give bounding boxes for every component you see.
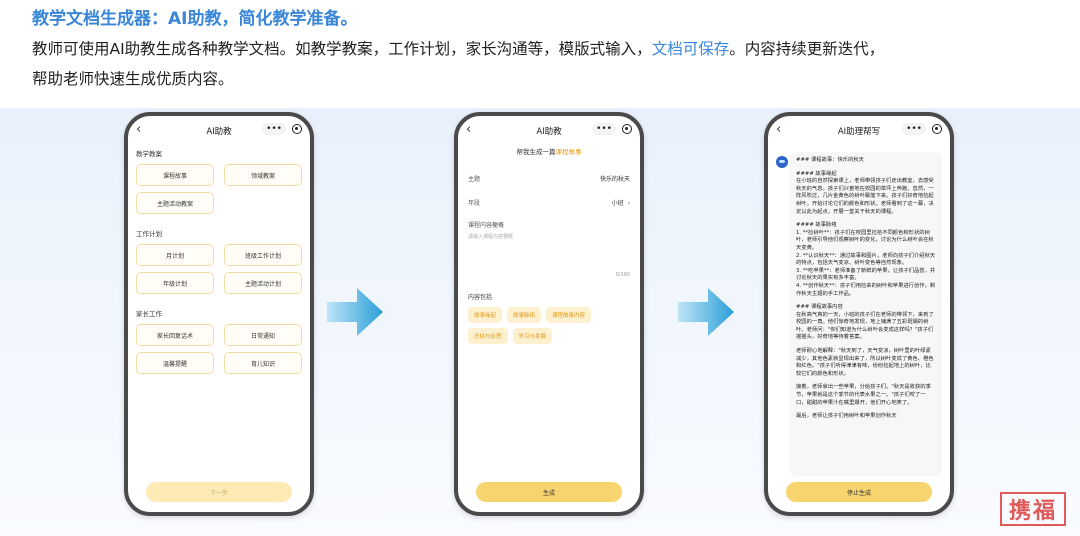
doc-paragraph: 老师耐心地解释："秋天到了，天气变凉，树叶里的叶绿素减少，其他色素就显现出来了，…: [796, 348, 934, 377]
generate-button[interactable]: 生成: [476, 482, 622, 502]
field-label: 主题: [468, 175, 481, 183]
option-card[interactable]: 育儿知识: [224, 352, 302, 374]
section-lesson-plans: 教学教案 课程故事 领域教案 主题活动教案: [128, 148, 310, 214]
description-part1: 教师可使用AI助教生成各种教学文档。如教学教案，工作计划，家长沟通等，模版式输入…: [32, 40, 652, 58]
doc-paragraph: 接着，老师拿出一些苹果，分给孩子们。"秋天是收获的季节，苹果就是这个季节的代表水…: [796, 384, 931, 406]
nav-bar: ‹ AI助理帮写 •••: [768, 116, 950, 146]
stop-generating-button[interactable]: 停止生成: [786, 482, 932, 502]
summary-textarea[interactable]: 课程内容梗概 请输入课程内容梗概 0/100: [458, 214, 640, 284]
nav-title: AI助教: [536, 127, 562, 137]
content-chip[interactable]: 总结与反思: [468, 328, 508, 344]
doc-paragraph: #### 故事缘起 在小班的自然探索课上，老师带领孩子们走出教室，去感受秋天的气…: [796, 170, 934, 215]
description-part2: 。内容持续更新迭代，: [729, 40, 885, 58]
back-icon[interactable]: ‹: [136, 122, 142, 137]
section-title: 家长工作: [136, 310, 162, 318]
more-icon[interactable]: •••: [262, 123, 286, 135]
content-chips: 故事缘起 故事脉络 课程故事内容 总结与反思 学习与发展: [458, 307, 640, 344]
field-label: 课程内容梗概: [468, 222, 505, 229]
phone-template-select: ‹ AI助教 ••• 教学教案 课程故事 领域教案 主题活动教案 工作计划 月计…: [124, 112, 314, 516]
document-type: 课程故事: [555, 148, 582, 156]
nav-title: AI助理帮写: [837, 127, 881, 137]
option-card[interactable]: 班级工作计划: [224, 244, 302, 266]
phone-form-input: ‹ AI助教 ••• 帮我生成一篇课程故事 主题 快乐的秋天 年段 小班› 课程…: [454, 112, 644, 516]
option-card[interactable]: 月计划: [136, 244, 214, 266]
option-card[interactable]: 主题活动计划: [224, 272, 302, 294]
description-highlight: 文档可保存: [651, 40, 730, 58]
option-card[interactable]: 家长回复话术: [136, 324, 214, 346]
option-card[interactable]: 年级计划: [136, 272, 214, 294]
doc-paragraph: ### 课程故事内容 在秋高气爽的一天，小班的孩子们在老师的带领下，来到了校园的…: [796, 304, 934, 341]
nav-bar: ‹ AI助教 •••: [458, 116, 640, 146]
topic-field[interactable]: 主题 快乐的秋天: [458, 166, 640, 190]
option-card[interactable]: 课程故事: [136, 164, 214, 186]
section-work-plans: 工作计划 月计划 班级工作计划 年级计划 主题活动计划: [128, 228, 310, 294]
section-parent-work: 家长工作 家长回复话术 日常通知 温馨提醒 育儿知识: [128, 308, 310, 374]
next-step-button[interactable]: 下一步: [146, 482, 292, 502]
capsule-menu: •••: [262, 123, 302, 135]
content-chip[interactable]: 学习与发展: [512, 328, 553, 344]
chevron-right-icon: ›: [627, 199, 630, 207]
content-chip[interactable]: 故事脉络: [507, 307, 542, 323]
option-card[interactable]: 温馨提醒: [136, 352, 214, 374]
field-value: 小班: [611, 199, 624, 207]
phone-generated-result: ‹ AI助理帮写 ••• ### 课程故事：快乐的秋天 #### 故事缘起 在小…: [764, 112, 954, 516]
back-icon[interactable]: ‹: [466, 122, 472, 137]
generated-document-bubble: ### 课程故事：快乐的秋天 #### 故事缘起 在小班的自然探索课上，老师带领…: [790, 152, 942, 476]
back-icon[interactable]: ‹: [776, 122, 782, 137]
textarea-placeholder: 请输入课程内容梗概: [468, 234, 514, 240]
nav-title: AI助教: [206, 127, 232, 137]
capsule-menu: •••: [902, 123, 942, 135]
char-count: 0/100: [615, 272, 630, 278]
form-subtitle: 帮我生成一篇课程故事: [516, 148, 582, 156]
close-mini-program-icon[interactable]: [622, 124, 632, 134]
flow-arrow-icon: [327, 288, 383, 336]
field-value: 快乐的秋天: [599, 175, 630, 183]
include-title: 内容包括: [468, 294, 493, 301]
nav-bar: ‹ AI助教 •••: [128, 116, 310, 146]
doc-paragraph: 最后，老师让孩子们用树叶和苹果创作秋天: [796, 413, 897, 420]
chat-area: ### 课程故事：快乐的秋天 #### 故事缘起 在小班的自然探索课上，老师带领…: [774, 152, 946, 476]
section-title: 工作计划: [136, 230, 162, 238]
grade-select[interactable]: 年段 小班›: [458, 190, 640, 214]
description-line2: 帮助老师快速生成优质内容。: [32, 70, 234, 88]
more-icon[interactable]: •••: [902, 123, 926, 135]
flow-arrow-icon: [678, 288, 734, 336]
content-chip[interactable]: 故事缘起: [468, 307, 503, 323]
description: 教师可使用AI助教生成各种教学文档。如教学教案，工作计划，家长沟通等，模版式输入…: [32, 34, 1062, 94]
option-card[interactable]: 日常通知: [224, 324, 302, 346]
content-chip[interactable]: 课程故事内容: [546, 307, 592, 323]
headline: 教学文档生成器：AI助教，简化教学准备。: [32, 9, 358, 29]
close-mini-program-icon[interactable]: [292, 124, 302, 134]
watermark-stamp: 携福: [1000, 492, 1066, 526]
field-label: 年段: [468, 199, 481, 207]
capsule-menu: •••: [592, 123, 632, 135]
more-icon[interactable]: •••: [592, 123, 616, 135]
section-title: 教学教案: [136, 150, 162, 158]
bot-avatar-icon: [776, 156, 788, 168]
option-card[interactable]: 领域教案: [224, 164, 302, 186]
doc-paragraph: #### 故事脉络 1. **捡树叶**：孩子们在校园里捡拾不同颜色和形状的树叶…: [796, 222, 936, 297]
close-mini-program-icon[interactable]: [932, 124, 942, 134]
doc-paragraph: ### 课程故事：快乐的秋天: [796, 157, 864, 163]
option-card[interactable]: 主题活动教案: [136, 192, 214, 214]
slide-header: 教学文档生成器：AI助教，简化教学准备。 教师可使用AI助教生成各种教学文档。如…: [32, 6, 1062, 94]
